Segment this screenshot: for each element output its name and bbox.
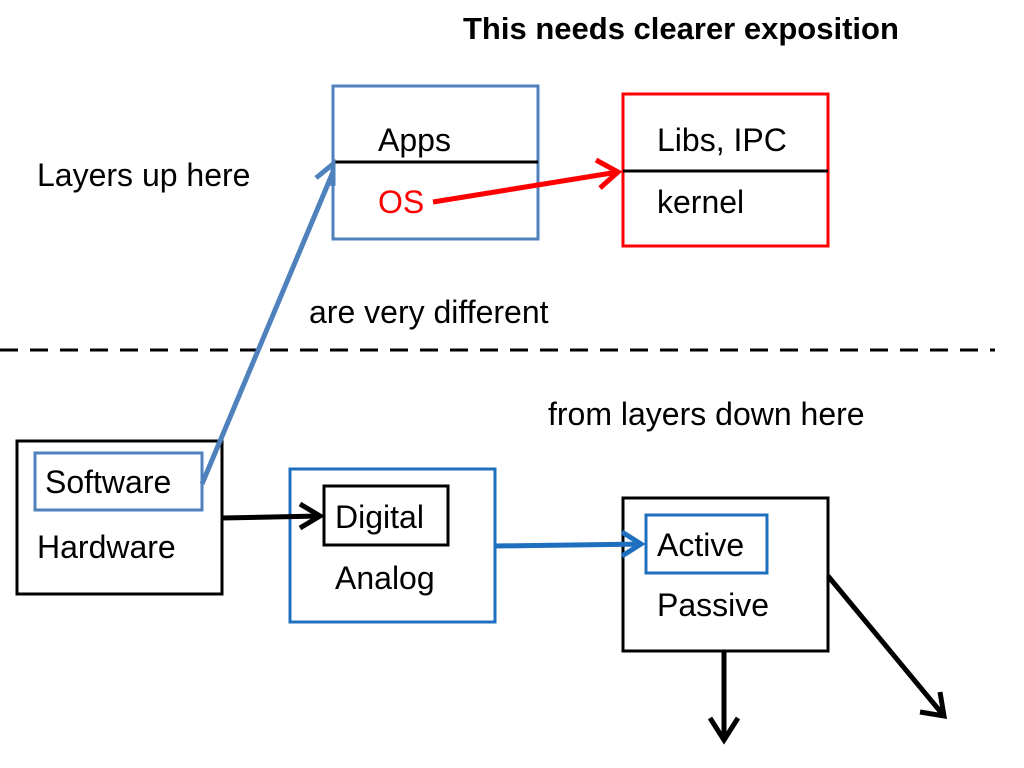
software-to-os-arrow	[199, 171, 336, 485]
analog-label: Analog	[335, 560, 435, 596]
os-label: OS	[378, 184, 425, 220]
os-to-kernel-arrowhead	[594, 157, 623, 190]
analog-to-active-arrow	[494, 541, 642, 549]
digital-label: Digital	[335, 499, 424, 535]
very-different-caption: are very different	[309, 294, 549, 330]
software-to-os-arrowhead	[314, 158, 336, 186]
hardware-to-digital-arrowhead	[298, 501, 325, 531]
passive-down-arrowhead	[707, 716, 741, 745]
kernel-label: kernel	[657, 184, 745, 220]
os-to-kernel-arrow	[432, 169, 619, 205]
passive-diagonal-arrowhead	[919, 691, 948, 720]
layers-up-caption: Layers up here	[37, 157, 251, 193]
apps-label: Apps	[378, 122, 451, 158]
hardware-to-digital-arrow	[221, 513, 321, 521]
software-label: Software	[45, 464, 172, 500]
passive-diagonal-arrow	[826, 574, 946, 718]
active-box	[644, 513, 769, 575]
analog-to-active-arrowhead	[620, 529, 646, 559]
page-title: This needs clearer exposition	[463, 11, 899, 46]
active-label: Active	[657, 527, 745, 563]
passive-label: Passive	[657, 587, 770, 623]
layers-down-caption: from layers down here	[548, 396, 865, 432]
hardware-label: Hardware	[37, 529, 176, 565]
libs-ipc-label: Libs, IPC	[657, 122, 787, 158]
